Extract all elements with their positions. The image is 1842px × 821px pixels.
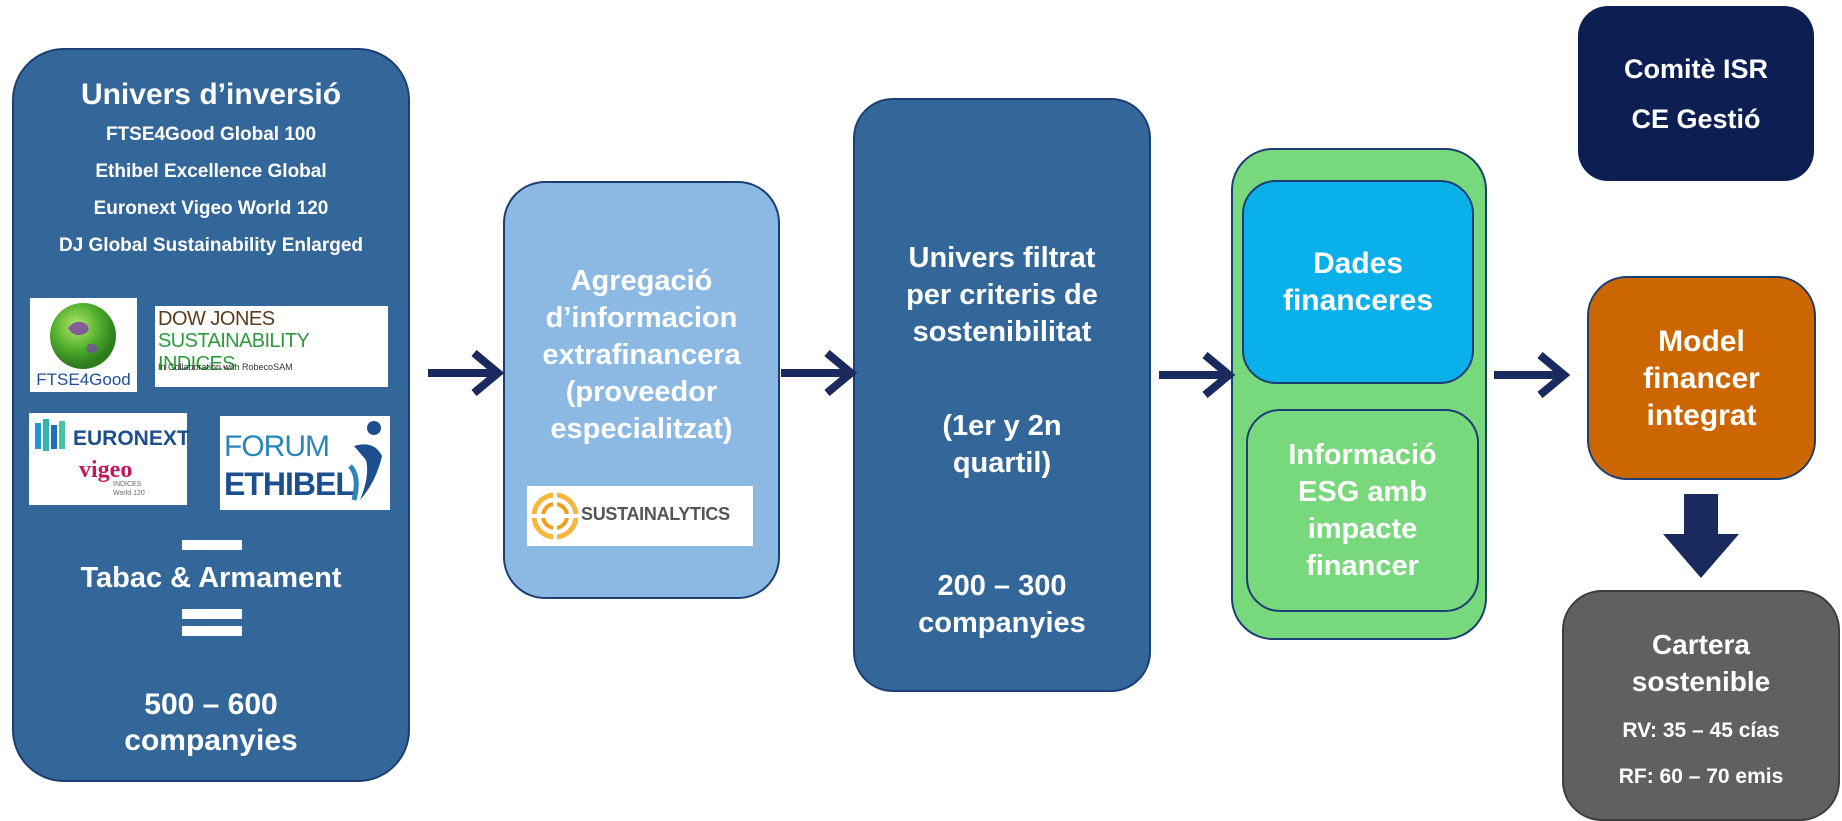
- esg-line: impacte: [1307, 512, 1418, 545]
- filtrat-line: sostenibilitat: [912, 316, 1092, 348]
- dades-financeres-box: Dades financeres: [1242, 180, 1474, 384]
- comite-line: Comitè ISR: [1623, 53, 1769, 84]
- comite-box: Comitè ISR CE Gestió: [1578, 6, 1814, 181]
- univers-filtrat-box: Univers filtrat per criteris de sostenib…: [853, 98, 1151, 692]
- filtrat-quartil: (1er y 2n quartil): [942, 408, 1061, 482]
- index-euronext-vigeo: Euronext Vigeo World 120: [93, 198, 329, 219]
- dades-line: Dades: [1312, 247, 1404, 280]
- esg-line: ESG amb: [1298, 475, 1427, 508]
- cartera-line: Cartera: [1651, 629, 1751, 660]
- cartera-rv: RV: 35 – 45 cías: [1622, 719, 1780, 742]
- filtrat-line: (1er y 2n: [942, 410, 1062, 442]
- equals-sign-top: [182, 609, 242, 619]
- model-line: Model: [1658, 324, 1745, 358]
- univers-result-line1: 500 – 600: [144, 688, 278, 721]
- sustainalytics-mark-icon: [531, 492, 579, 540]
- filtrat-title: Univers filtrat per criteris de sostenib…: [906, 240, 1098, 351]
- agregacio-line: especialitzat): [550, 413, 733, 445]
- euronext-logo-text: EURONEXT: [73, 427, 190, 450]
- cartera-sostenible-box: Cartera sostenible RV: 35 – 45 cías RF: …: [1562, 590, 1840, 821]
- dj-logo-line2: SUSTAINABILITY INDICES: [158, 330, 310, 375]
- exclusion-label: Tabac & Armament: [80, 562, 342, 594]
- dades-line: financeres: [1282, 284, 1434, 317]
- ethibel-logo-text: ETHIBEL: [224, 466, 355, 502]
- model-line: financer: [1643, 361, 1760, 395]
- cartera-rf: RF: 60 – 70 emis: [1618, 765, 1784, 788]
- filtrat-line: companyies: [918, 607, 1086, 639]
- univers-title: Univers d’inversió: [80, 78, 342, 111]
- dow-jones-sustainability-logo: DOW JONES SUSTAINABILITY INDICES In Coll…: [155, 306, 388, 387]
- esg-line: financer: [1306, 549, 1419, 582]
- cartera-line: sostenible: [1631, 666, 1771, 697]
- euronext-mark-icon: [35, 419, 65, 451]
- forum-ethibel-logo: FORUM ETHIBEL: [220, 416, 390, 510]
- filtrat-line: Univers filtrat: [908, 242, 1096, 274]
- agregacio-line: Agregació: [570, 265, 713, 297]
- vigeo-sub1: INDICES: [113, 481, 142, 488]
- filtrat-line: per criteris de: [906, 279, 1098, 311]
- index-ethibel: Ethibel Excellence Global: [95, 161, 327, 182]
- vigeo-logo-text: vigeo: [79, 457, 133, 483]
- filtrat-line: 200 – 300: [937, 570, 1067, 602]
- esg-line: Informació: [1288, 438, 1437, 471]
- agregacio-line: d’informacion: [545, 302, 738, 334]
- arrow-right-icon: [781, 350, 857, 396]
- univers-result-line2: companyies: [124, 724, 298, 757]
- forum-logo-text: FORUM: [224, 430, 330, 463]
- equals-sign-bottom: [182, 626, 242, 636]
- model-line: integrat: [1646, 398, 1757, 432]
- arrow-right-icon: [1159, 352, 1235, 398]
- cartera-title: Cartera sostenible: [1632, 626, 1770, 700]
- ethibel-figure-icon: [348, 421, 382, 501]
- sustainalytics-logo-text: SUSTAINALYTICS: [581, 504, 730, 524]
- arrow-down-icon: [1663, 494, 1739, 578]
- ftse-logo-text: FTSE4Good: [36, 370, 131, 389]
- agregacio-line: (proveedor: [565, 376, 718, 408]
- agregacio-line: extrafinancera: [542, 339, 741, 371]
- index-dj-global: DJ Global Sustainability Enlarged: [58, 235, 364, 256]
- informacio-esg-box: Informació ESG amb impacte financer: [1246, 409, 1479, 612]
- comite-line: CE Gestió: [1631, 103, 1761, 134]
- index-ftse4good: FTSE4Good Global 100: [105, 124, 317, 145]
- dj-logo-line3: In Collaboration with RobecoSAM: [158, 362, 293, 372]
- sustainalytics-logo: SUSTAINALYTICS: [527, 486, 753, 546]
- filtrat-line: quartil): [952, 447, 1052, 479]
- euronext-vigeo-logo: EURONEXT vigeo INDICES World 120: [29, 413, 190, 505]
- agregacio-box: Agregació d’informacion extrafinancera (…: [503, 181, 780, 599]
- univers-inversio-box: Univers d’inversió FTSE4Good Global 100 …: [12, 48, 410, 782]
- minus-sign: [182, 540, 242, 550]
- agregacio-text: Agregació d’informacion extrafinancera (…: [542, 263, 740, 448]
- filtrat-count: 200 – 300 companyies: [918, 568, 1086, 642]
- arrow-right-icon: [428, 350, 504, 396]
- dj-logo-line1: DOW JONES: [158, 308, 275, 330]
- ftse4good-logo: FTSE4Good: [30, 298, 137, 392]
- arrow-right-icon: [1494, 352, 1570, 398]
- model-financer-box: Model financer integrat: [1587, 276, 1816, 480]
- vigeo-sub2: World 120: [113, 490, 145, 497]
